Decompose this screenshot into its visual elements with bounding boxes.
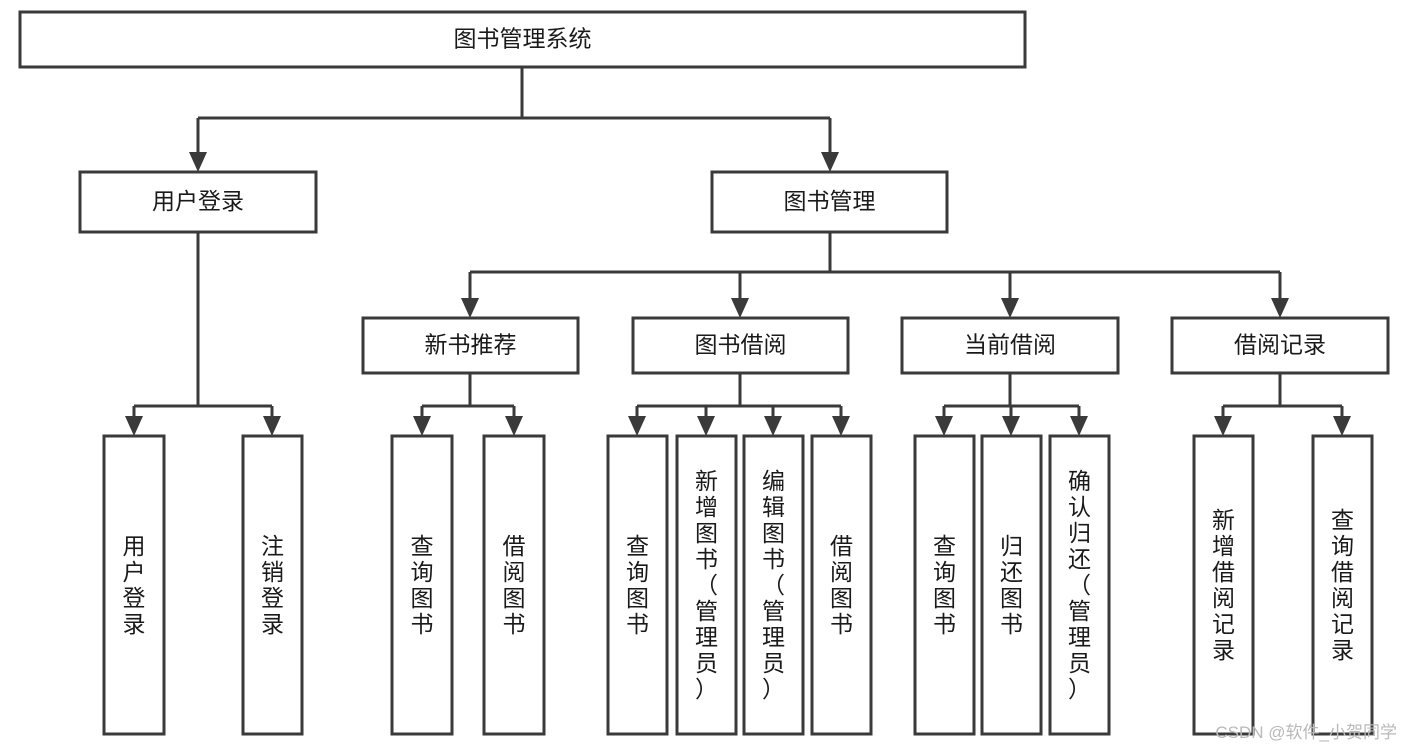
node-root[interactable]: 图书管理系统 (18, 10, 1027, 69)
node-user-login[interactable]: 用户登录 (78, 170, 318, 234)
node-leaf-query-book-3[interactable] (913, 434, 976, 736)
node-new-book-recommend[interactable]: 新书推荐 (361, 316, 580, 375)
node-label: 图书借阅 (695, 332, 787, 358)
node-leaf-query-borrow-record[interactable] (1311, 434, 1374, 736)
node-current-borrow[interactable]: 当前借阅 (900, 316, 1120, 375)
connector-current-borrow (935, 373, 1088, 436)
connector-new-book-recommend (413, 373, 523, 436)
node-label: 借阅记录 (1234, 332, 1326, 358)
node-leaf-edit-book-admin[interactable] (742, 434, 805, 736)
node-book-manage[interactable]: 图书管理 (710, 170, 949, 234)
node-leaf-add-borrow-record[interactable] (1192, 434, 1255, 736)
node-leaf-return-book[interactable] (980, 434, 1043, 736)
node-leaf-add-book-admin[interactable] (675, 434, 738, 736)
node-book-borrow[interactable]: 图书借阅 (631, 316, 850, 375)
connector-user-login (125, 232, 281, 436)
node-leaf-confirm-return-admin[interactable] (1048, 434, 1111, 736)
node-label: 当前借阅 (964, 332, 1056, 358)
node-leaf-borrow-book-2[interactable] (810, 434, 873, 736)
node-borrow-record[interactable]: 借阅记录 (1170, 316, 1390, 375)
node-label: 用户登录 (152, 188, 244, 214)
node-leaf-logout[interactable] (241, 434, 304, 736)
node-leaf-query-book-2[interactable] (606, 434, 669, 736)
connector-book-borrow (628, 373, 850, 436)
node-label: 图书管理系统 (454, 26, 592, 52)
node-leaf-borrow-book-1[interactable] (482, 434, 546, 736)
connector-book-manage (461, 232, 1289, 318)
connector-borrow-record (1214, 373, 1351, 436)
node-leaf-query-book-1[interactable] (390, 434, 454, 736)
node-label: 图书管理 (784, 188, 876, 214)
node-leaf-user-login[interactable] (102, 434, 166, 736)
node-label: 新书推荐 (425, 332, 517, 358)
connector-root (189, 67, 839, 172)
